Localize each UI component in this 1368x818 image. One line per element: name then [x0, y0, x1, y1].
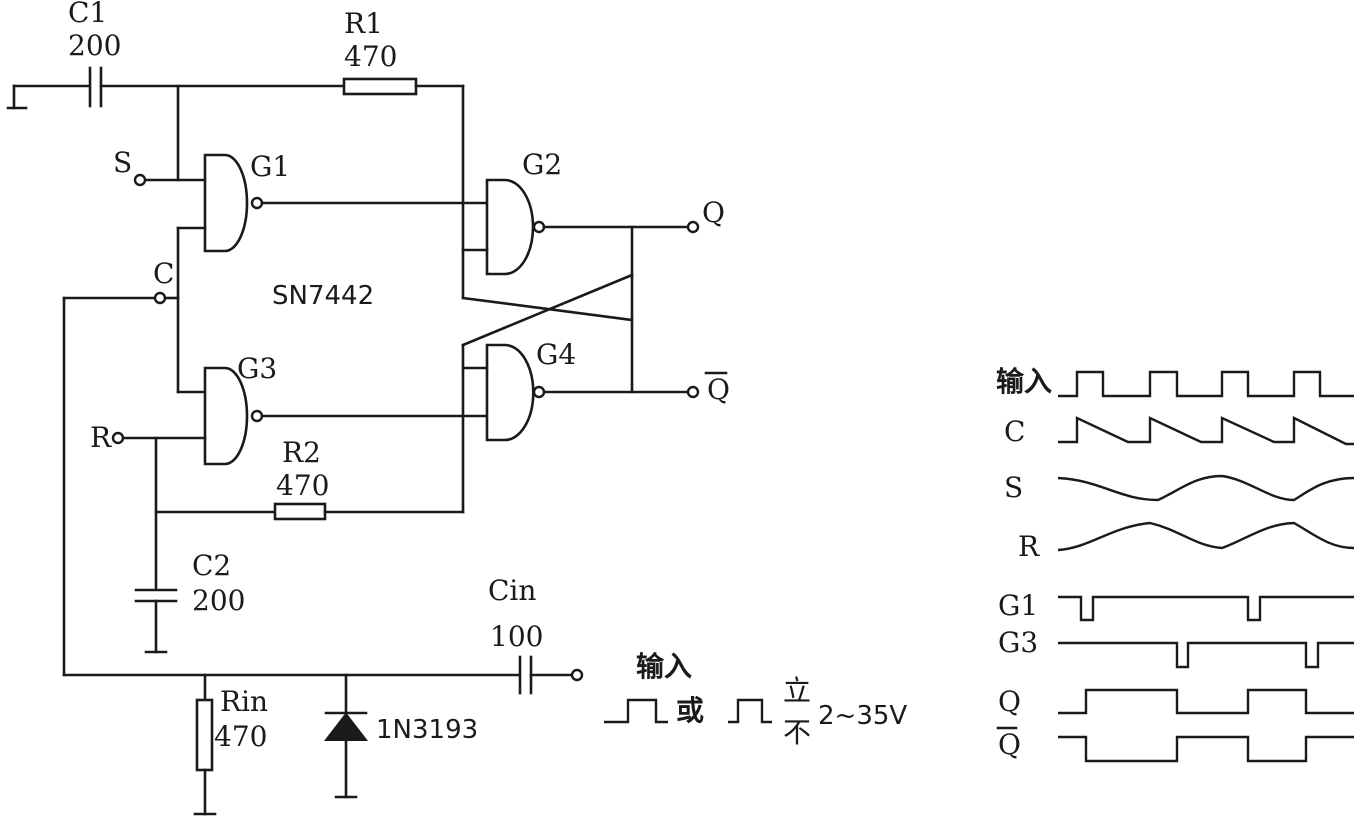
input-note-or: 或 — [676, 694, 704, 727]
g1-label: G1 — [250, 150, 290, 183]
gate-g1 — [203, 153, 264, 253]
r-label: R — [90, 421, 112, 454]
timing-label-qbar: Q — [998, 728, 1021, 761]
q-label: Q — [702, 196, 725, 229]
rin-resistor — [193, 673, 217, 816]
diode-label: 1N3193 — [376, 715, 478, 745]
qbar-label: Q — [707, 373, 730, 406]
cin-value: 100 — [490, 620, 543, 653]
gate-g4 — [485, 343, 546, 442]
g3-label: G3 — [237, 352, 277, 385]
c-label: C — [153, 257, 174, 290]
timing-label-q: Q — [998, 685, 1021, 718]
c-terminal — [153, 291, 167, 305]
input-pulse-right — [728, 698, 772, 724]
c1-value: 200 — [68, 29, 121, 62]
rin-value: 470 — [214, 720, 267, 753]
timing-label-g3: G3 — [998, 626, 1038, 659]
r1-value: 470 — [344, 40, 397, 73]
timing-label-r: R — [1018, 530, 1040, 563]
input-sine-bottom: 不 — [783, 716, 811, 749]
input-sine-top: 立 — [783, 674, 811, 707]
s-terminal — [133, 173, 147, 187]
g4-label: G4 — [536, 338, 576, 371]
r2-resistor — [154, 502, 465, 521]
c2-capacitor — [134, 588, 178, 654]
r2-label: R2 — [282, 436, 321, 469]
timing-diagram: 输入 C S R G1 G3 Q Q — [996, 365, 1355, 763]
input-pulse-left — [604, 698, 668, 724]
q-terminal — [686, 220, 700, 234]
r-terminal — [111, 431, 125, 445]
r1-label: R1 — [344, 7, 383, 40]
input-terminal — [570, 668, 584, 682]
diode-1n3193 — [323, 673, 369, 799]
gate-g2 — [485, 178, 546, 276]
rin-label: Rin — [220, 685, 268, 718]
r1-resistor — [342, 77, 465, 300]
c2-value: 200 — [192, 584, 245, 617]
timing-label-c: C — [1004, 415, 1025, 448]
s-label: S — [113, 146, 132, 179]
input-range: 2~35V — [818, 701, 907, 731]
timing-label-input: 输入 — [996, 365, 1052, 398]
gate-g3 — [203, 366, 264, 466]
cin-label: Cin — [488, 574, 536, 607]
c1-label: C1 — [68, 0, 107, 29]
c1-capacitor — [6, 66, 344, 110]
input-note-title: 输入 — [636, 650, 692, 683]
timing-label-g1: G1 — [998, 589, 1038, 622]
g2-label: G2 — [522, 148, 562, 181]
r2-value: 470 — [276, 469, 329, 502]
c2-label: C2 — [192, 549, 231, 582]
cin-capacitor — [518, 655, 574, 695]
timing-label-s: S — [1004, 471, 1023, 504]
qbar-terminal — [686, 385, 700, 399]
chip-label: SN7442 — [272, 281, 374, 311]
